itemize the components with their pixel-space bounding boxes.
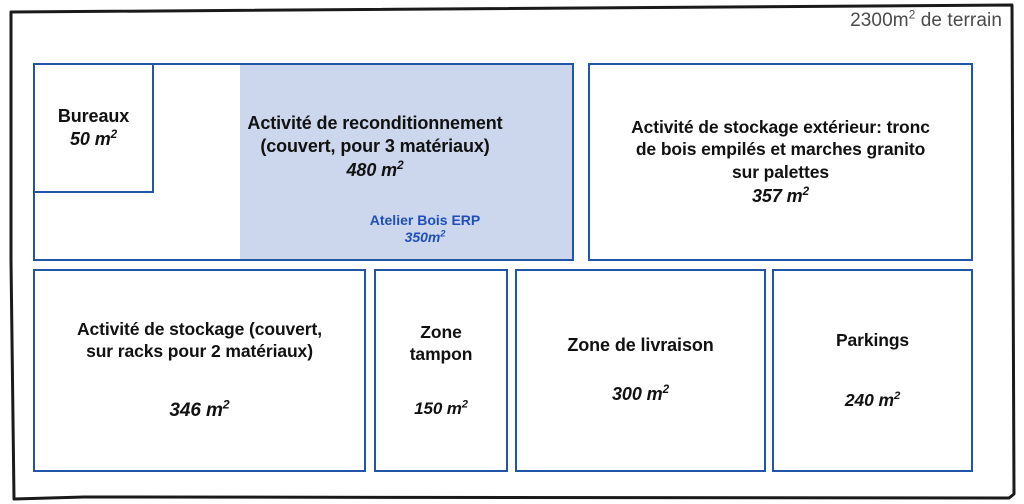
zone-livraison-area: 300 m2 [612, 383, 669, 405]
zone-stockage-exterieur-title-line2: de bois empilés et marches granito [635, 139, 926, 160]
site-area-text: 2300m2 de terrain [850, 8, 1002, 31]
zone-reconditionnement-labels: Activité de reconditionnement (couvert, … [175, 112, 575, 182]
zone-reconditionnement[interactable]: Activité de reconditionnement (couvert, … [33, 63, 574, 261]
zone-parkings-area: 240 m2 [844, 390, 901, 411]
zone-tampon-title-line1: Zone [420, 322, 462, 343]
zone-stockage-couvert-area: 346 m2 [169, 397, 230, 421]
zone-parkings-title: Parkings [835, 329, 910, 350]
zone-bureaux[interactable]: Bureaux 50 m2 [33, 63, 154, 193]
zone-livraison[interactable]: Zone de livraison 300 m2 [515, 269, 766, 472]
zone-bureaux-area: 50 m2 [69, 127, 118, 149]
zone-bureaux-title: Bureaux [57, 105, 130, 126]
atelier-bois-area: 350m2 [404, 228, 446, 246]
zone-parkings[interactable]: Parkings 240 m2 [772, 269, 973, 472]
zone-reconditionnement-area: 480 m2 [346, 159, 404, 181]
zone-reconditionnement-title-line1: Activité de reconditionnement [247, 113, 503, 133]
zone-stockage-exterieur-area: 357 m2 [752, 184, 809, 206]
zone-stockage-exterieur-title-line1: Activité de stockage extérieur: tronc [631, 116, 930, 137]
zone-stockage-couvert[interactable]: Activité de stockage (couvert, sur racks… [33, 269, 366, 472]
atelier-bois-name: Atelier Bois ERP [369, 212, 481, 228]
zone-tampon[interactable]: Zone tampon 150 m2 [374, 269, 508, 472]
zone-livraison-title: Zone de livraison [567, 335, 714, 356]
zone-stockage-exterieur[interactable]: Activité de stockage extérieur: tronc de… [588, 63, 973, 261]
site-area-caption: 2300m2 de terrain [850, 8, 1002, 32]
zone-tampon-title-line2: tampon [409, 344, 473, 365]
atelier-bois-labels: Atelier Bois ERP 350m2 [275, 212, 575, 246]
zone-stockage-couvert-title-line2: sur racks pour 2 matériaux) [86, 341, 313, 362]
atelier-bois-shaded-area [240, 65, 572, 259]
zone-tampon-area: 150 m2 [414, 398, 468, 418]
zone-stockage-exterieur-title-line3: sur palettes [731, 161, 830, 182]
zone-reconditionnement-title-line2: (couvert, pour 3 matériaux) [260, 136, 490, 157]
zone-stockage-couvert-title-line1: Activité de stockage (couvert, [77, 318, 322, 339]
